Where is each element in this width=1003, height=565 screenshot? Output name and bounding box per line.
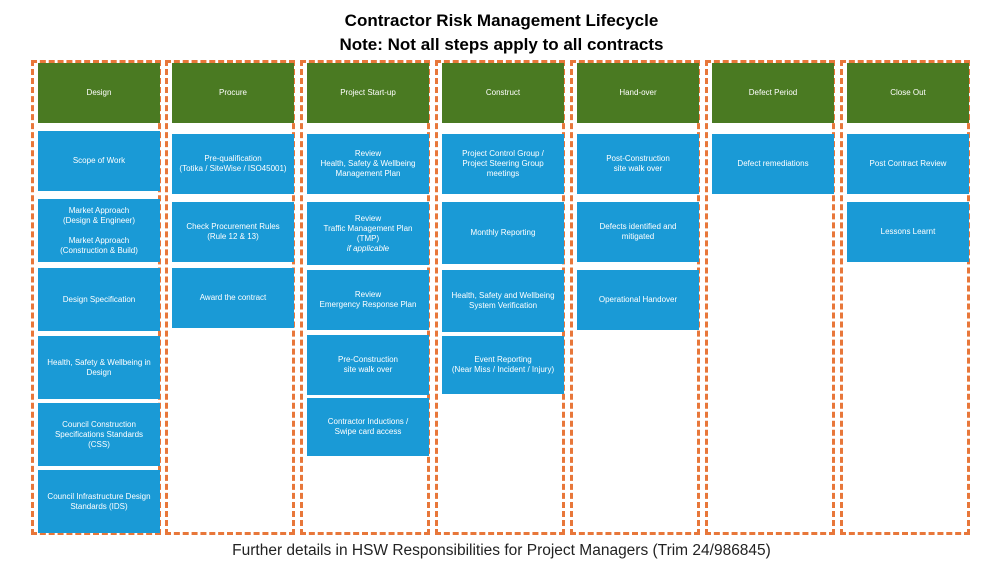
phase-column-close-out [840, 60, 970, 535]
step-text-line: Lessons Learnt [880, 227, 936, 236]
step-box: Pre-qualification(Totika / SiteWise / IS… [172, 134, 294, 194]
step-text-line: Contractor Inductions / [327, 417, 409, 426]
step-box: Market Approach(Design & Engineer)Market… [38, 199, 160, 262]
phase-header-procure: Procure [172, 63, 294, 123]
phase-header-design: Design [38, 63, 160, 123]
step-text-line: Health, Safety and Wellbeing [451, 291, 555, 300]
phase-column-defect-period [705, 60, 835, 535]
step-text-line: Swipe card access [334, 427, 402, 436]
step-text-line: site walk over [343, 365, 393, 374]
step-text-line: Traffic Management Plan [323, 223, 413, 233]
step-text-line: Scope of Work [72, 156, 126, 165]
step-text-line: Emergency Response Plan [319, 300, 417, 309]
step-text-line: Project Control Group / [462, 149, 544, 158]
phase-header-construct: Construct [442, 63, 564, 123]
step-box: Scope of Work [38, 131, 160, 191]
step-text-line: System Verification [468, 301, 538, 310]
step-text-line: Defects identified and [599, 222, 677, 231]
step-text-line: (Rule 12 & 13) [207, 232, 259, 241]
phase-header-hand-over: Hand-over [577, 63, 699, 123]
step-text-line: (Totika / SiteWise / ISO45001) [179, 164, 287, 173]
step-text-line: Review [354, 213, 382, 223]
step-text-line: Operational Handover [598, 295, 678, 304]
phase-header-defect-period: Defect Period [712, 63, 834, 123]
step-text-line: meetings [486, 169, 520, 178]
step-text-line: Management Plan [335, 169, 401, 178]
step-text-line: Review [354, 290, 382, 299]
step-text-line: Council Construction [62, 419, 136, 429]
step-text-line: Design Specification [62, 294, 136, 304]
step-text-line: (Construction & Build) [60, 245, 138, 255]
step-text-line: Review [354, 149, 382, 158]
title-line-1: Contractor Risk Management Lifecycle [344, 11, 659, 30]
step-text-line: Pre-Construction [337, 355, 399, 364]
step-text-line: (CSS) [88, 439, 110, 449]
step-text-line: Council Infrastructure Design [47, 491, 151, 501]
step-box: Monthly Reporting [442, 202, 564, 264]
step-box: Post Contract Review [847, 134, 969, 194]
step-text-line: (Design & Engineer) [62, 215, 136, 225]
step-text-line: (TMP) [356, 233, 380, 243]
step-box: Operational Handover [577, 270, 699, 330]
step-text-line: site walk over [613, 164, 663, 173]
step-text-line: Standards (IDS) [70, 501, 128, 511]
step-box: Project Control Group /Project Steering … [442, 134, 564, 194]
diagram-title: Contractor Risk Management Lifecycle Not… [0, 9, 1003, 57]
step-box: Event Reporting(Near Miss / Incident / I… [442, 336, 564, 394]
phase-header-close-out: Close Out [847, 63, 969, 123]
step-text-line: mitigated [621, 232, 655, 241]
step-text-line: Health, Safety & Wellbeing [320, 159, 416, 168]
step-text-line: (Near Miss / Incident / Injury) [451, 365, 555, 374]
step-text-line: Post Contract Review [869, 159, 947, 168]
title-line-2: Note: Not all steps apply to all contrac… [339, 35, 664, 54]
step-box: Check Procurement Rules(Rule 12 & 13) [172, 202, 294, 262]
step-box: Award the contract [172, 268, 294, 328]
step-box: Contractor Inductions /Swipe card access [307, 398, 429, 456]
step-text-line: Defect remediations [737, 159, 809, 168]
phase-header-project-start-up: Project Start-up [307, 63, 429, 123]
step-box: Defect remediations [712, 134, 834, 194]
step-text-line: Event Reporting [474, 355, 532, 364]
step-text-line: Market Approach [68, 235, 130, 245]
step-text-line: Check Procurement Rules [186, 222, 280, 231]
step-text-line: Monthly Reporting [470, 228, 536, 237]
step-text-line: Health, Safety & Wellbeing in [47, 357, 151, 367]
step-text-line: Pre-qualification [204, 154, 262, 163]
step-text-line: Design [86, 367, 112, 377]
step-text-line: Post-Construction [606, 154, 670, 163]
step-text-line: Project Steering Group [462, 159, 544, 168]
footer-note: Further details in HSW Responsibilities … [232, 542, 771, 559]
step-text-line: Specifications Standards [54, 429, 144, 439]
step-note: if applicable [346, 243, 390, 253]
step-box: Lessons Learnt [847, 202, 969, 262]
step-text-line: Award the contract [199, 293, 267, 302]
step-text-line: Market Approach [68, 205, 130, 215]
step-box: Design Specification [38, 268, 160, 331]
